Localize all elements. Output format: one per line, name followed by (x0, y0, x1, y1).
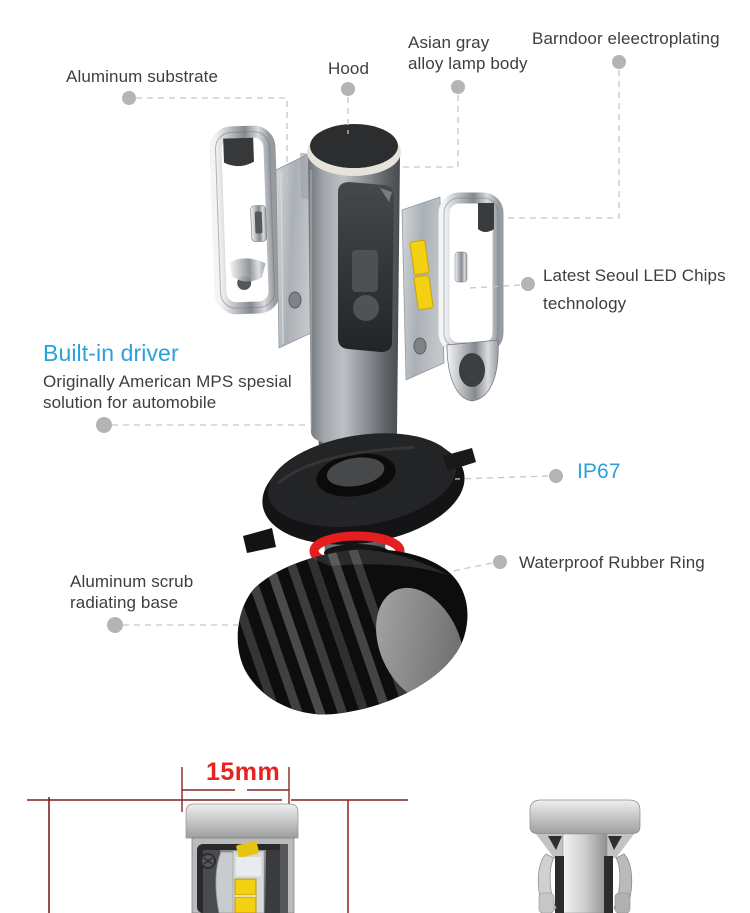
label-width-dimension: 15mm (206, 758, 281, 786)
dot-lamp-body (451, 80, 465, 94)
heatsink-base (237, 549, 468, 715)
label-led-chips-line1: Latest Seoul LED Chips (543, 266, 726, 285)
label-led-chips-line2: technology (543, 294, 627, 313)
leader-aluminum-substrate (136, 97, 288, 188)
front-view-screw (200, 853, 216, 869)
leader-barndoor (508, 70, 620, 219)
leader-dots (96, 55, 626, 633)
right-barndoor-bracket (438, 192, 504, 402)
dimension-lines (27, 767, 408, 913)
dot-driver (96, 417, 112, 433)
left-barndoor-bracket (209, 125, 281, 315)
label-radiating-base-line1: Aluminum scrub (70, 572, 194, 591)
label-hood: Hood (328, 59, 370, 78)
label-built-in-driver: Built-in driver (43, 340, 179, 366)
label-driver-subtitle: Originally American MPS spesial solution… (43, 371, 292, 413)
left-aluminum-substrate-plate (275, 152, 314, 349)
leader-lamp-body (403, 95, 459, 168)
dot-ip67 (549, 469, 563, 483)
label-aluminum-substrate: Aluminum substrate (66, 67, 219, 86)
label-radiating-base: Aluminum scrub radiating base (70, 571, 193, 613)
bulb-side-view (529, 799, 641, 913)
led-chips (409, 239, 434, 311)
label-waterproof-ring: Waterproof Rubber Ring (519, 553, 705, 572)
label-driver-subtitle-line1: Originally American MPS spesial (43, 372, 292, 391)
dot-hood (341, 82, 355, 96)
dot-waterproof (493, 555, 507, 569)
leader-led-chips (469, 284, 521, 289)
leader-ip67 (454, 475, 549, 480)
right-aluminum-substrate-plate (401, 196, 445, 381)
label-ip67: IP67 (577, 460, 621, 483)
label-barndoor: Barndoor eleectroplating (532, 29, 720, 48)
label-lamp-body-line2: alloy lamp body (408, 54, 528, 73)
leader-lines (112, 70, 620, 626)
dot-barndoor (612, 55, 626, 69)
label-lamp-body-line1: Asian gray (408, 33, 490, 52)
label-lamp-body: Asian gray alloy lamp body (408, 32, 528, 74)
dot-led-chips (521, 277, 535, 291)
dot-base (107, 617, 123, 633)
lamp-body (307, 124, 401, 448)
label-driver-subtitle-line2: solution for automobile (43, 393, 217, 412)
dot-aluminum-substrate (122, 91, 136, 105)
front-view-led-chips (234, 878, 257, 913)
h4-adapter-collar (243, 433, 476, 553)
hood-cap (310, 124, 398, 168)
bulb-front-view (185, 803, 299, 913)
leader-waterproof (452, 562, 493, 572)
label-radiating-base-line2: radiating base (70, 593, 179, 612)
label-led-chips: Latest Seoul LED Chips technology (543, 262, 726, 318)
